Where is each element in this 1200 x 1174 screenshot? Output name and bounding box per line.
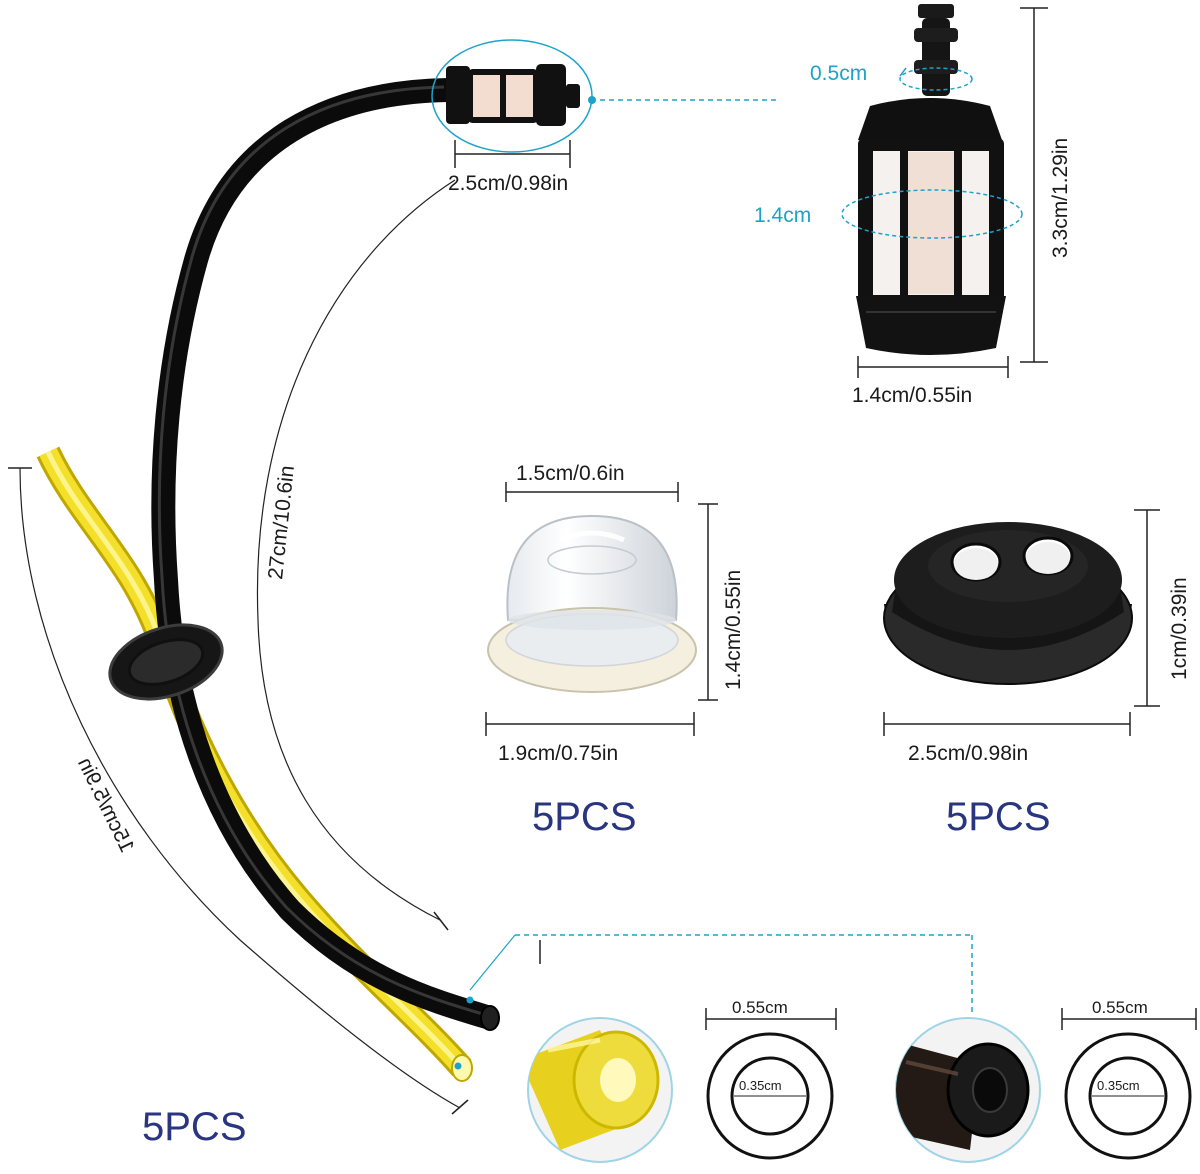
grommet — [883, 522, 1133, 685]
black-hose-end — [480, 1005, 500, 1031]
grommet-height-label: 1cm/0.39in — [1168, 577, 1191, 680]
bulb-top-width-label: 1.5cm/0.6in — [516, 462, 625, 485]
black-hose-cross-section: 0.55cm 0.35cm — [1061, 998, 1197, 1160]
black-fuel-hose — [151, 78, 494, 1030]
barb-diameter-ring — [899, 67, 973, 91]
filter-mount-length-label: 2.5cm/0.98in — [448, 172, 568, 195]
primer-bulb — [487, 514, 697, 693]
filter-height-label: 3.3cm/1.29in — [1049, 138, 1072, 258]
callout-dot — [454, 1062, 462, 1070]
yellow-hose-length-label: 15cm/5.9in — [73, 754, 139, 856]
primer-bulb-quantity: 5PCS — [532, 795, 637, 839]
body-diameter-label: 1.4cm — [754, 204, 811, 227]
inline-fuel-filter — [446, 64, 580, 126]
bulb-base-width-label: 1.9cm/0.75in — [498, 742, 618, 765]
yellow-outer-diameter-label: 0.55cm — [732, 998, 788, 1017]
dim-tick — [433, 911, 449, 931]
callout-dot — [588, 96, 596, 104]
fuel-filter — [856, 4, 1006, 355]
hose-grommet — [108, 623, 224, 701]
dim-tick — [451, 1099, 469, 1115]
callout-dot — [466, 996, 474, 1004]
black-hose-length-label: 27cm/10.6in — [264, 464, 299, 580]
grommet-detail: 1cm/0.39in 2.5cm/0.98in 5PCS — [883, 509, 1191, 839]
bulb-height-label: 1.4cm/0.55in — [722, 570, 745, 690]
yellow-hose-cross-section: 0.55cm 0.35cm — [705, 998, 837, 1160]
grommet-quantity: 5PCS — [946, 795, 1051, 839]
black-inner-diameter-label: 0.35cm — [1097, 1078, 1140, 1093]
yellow-hose-length-arc — [19, 467, 461, 1109]
filter-base-width-label: 1.4cm/0.55in — [852, 384, 972, 407]
callout-line — [469, 934, 516, 991]
fuel-line-assembly: 2.5cm/0.98in 27cm/10.6in 15cm/5.9in 5PCS — [8, 39, 973, 1149]
fuel-filter-detail: 0.5cm 1.4cm 3.3cm/1.29in 1.4cm/0.55in — [754, 4, 1072, 407]
black-fuel-hose-highlight — [157, 85, 487, 1017]
yellow-hose-end — [451, 1054, 473, 1082]
primer-bulb-detail: 1.5cm/0.6in 1.4cm/0.55in 1.9cm/0.75in 5P… — [485, 462, 745, 839]
yellow-hose-zoom — [527, 1017, 673, 1163]
black-outer-diameter-label: 0.55cm — [1092, 998, 1148, 1017]
yellow-inner-diameter-label: 0.35cm — [739, 1078, 782, 1093]
grommet-width-label: 2.5cm/0.98in — [908, 742, 1028, 765]
fuel-line-quantity: 5PCS — [142, 1105, 247, 1149]
barb-diameter-label: 0.5cm — [810, 62, 867, 85]
black-hose-length-arc — [256, 179, 456, 921]
body-diameter-ring — [841, 189, 1023, 239]
black-hose-zoom — [895, 1017, 1041, 1163]
callout-arrow — [899, 67, 907, 77]
